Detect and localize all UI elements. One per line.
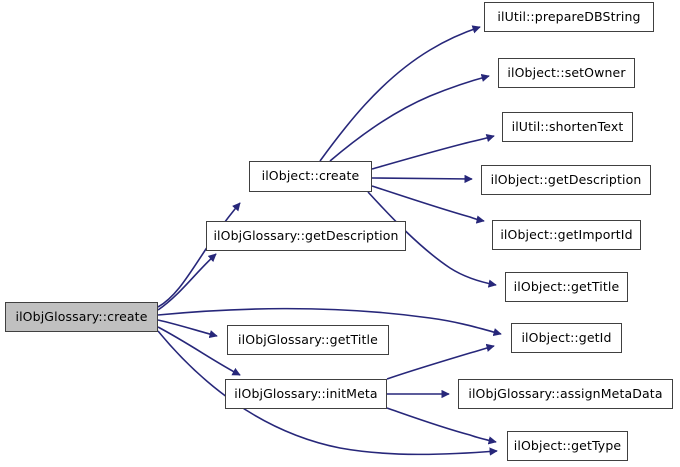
node-label-preparedb: ilUtil::prepareDBString <box>497 8 641 24</box>
node-label-root: ilObjGlossary::create <box>15 308 148 324</box>
node-glossdesc[interactable]: ilObjGlossary::getDescription <box>206 221 406 251</box>
node-getid[interactable]: ilObject::getId <box>511 323 622 353</box>
node-label-getdesc: ilObject::getDescription <box>490 171 642 187</box>
node-getdesc[interactable]: ilObject::getDescription <box>481 165 651 195</box>
node-shorten[interactable]: ilUtil::shortenText <box>502 112 633 142</box>
node-getimportid[interactable]: ilObject::getImportId <box>492 220 641 250</box>
node-gettitle[interactable]: ilObject::getTitle <box>505 272 628 302</box>
node-label-glosstitle: ilObjGlossary::getTitle <box>238 331 378 347</box>
node-preparedb[interactable]: ilUtil::prepareDBString <box>484 2 654 32</box>
node-label-ilobjcreate: ilObject::create <box>261 168 360 184</box>
node-label-assignmeta: ilObjGlossary::assignMetaData <box>468 385 663 401</box>
node-gettype[interactable]: ilObject::getType <box>507 431 628 461</box>
node-label-shorten: ilUtil::shortenText <box>511 118 624 134</box>
node-label-setowner: ilObject::setOwner <box>507 64 626 80</box>
node-setowner[interactable]: ilObject::setOwner <box>498 58 635 88</box>
node-assignmeta[interactable]: ilObjGlossary::assignMetaData <box>458 379 673 409</box>
node-label-getimportid: ilObject::getImportId <box>500 226 633 242</box>
node-glosstitle[interactable]: ilObjGlossary::getTitle <box>227 325 389 355</box>
node-label-gettitle: ilObject::getTitle <box>513 278 620 294</box>
node-root[interactable]: ilObjGlossary::create <box>5 302 158 332</box>
node-label-initmeta: ilObjGlossary::initMeta <box>234 385 378 401</box>
node-label-glossdesc: ilObjGlossary::getDescription <box>213 227 399 243</box>
node-ilobjcreate[interactable]: ilObject::create <box>249 161 372 192</box>
node-label-gettype: ilObject::getType <box>513 437 622 453</box>
node-label-getid: ilObject::getId <box>521 329 612 345</box>
node-initmeta[interactable]: ilObjGlossary::initMeta <box>225 379 387 409</box>
